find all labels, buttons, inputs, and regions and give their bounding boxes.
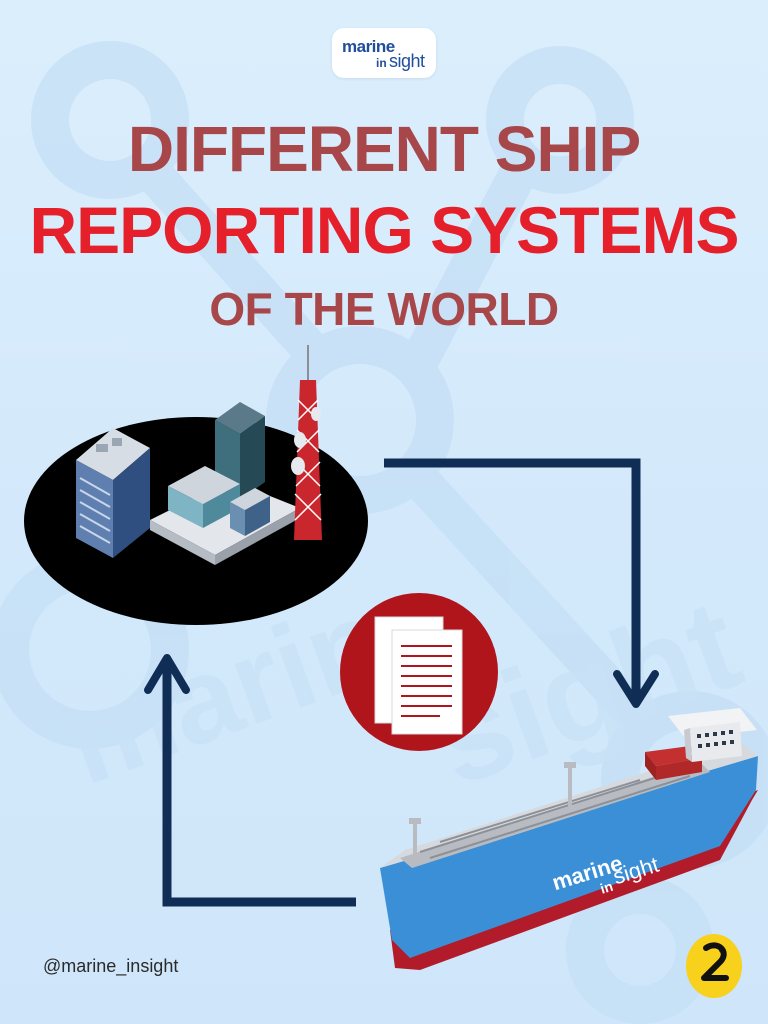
title-line-3: OF THE WORLD	[209, 283, 559, 335]
office-building	[76, 428, 150, 558]
svg-text:in: in	[598, 878, 615, 897]
ship-to-shore-arrow	[144, 654, 356, 907]
radio-tower	[291, 345, 322, 540]
corner-badge-icon	[686, 934, 742, 998]
tanker-ship: marine in sight	[380, 708, 758, 970]
shore-to-ship-arrow	[384, 458, 659, 708]
logo-word-in: in	[376, 56, 387, 70]
ship-hull	[380, 756, 758, 958]
logo-word-marine: marine	[342, 37, 395, 56]
brand-logo: marine in sight	[332, 28, 436, 78]
logo-word-sight: sight	[389, 51, 425, 71]
document-icon	[340, 593, 498, 751]
ship-bridge	[668, 708, 757, 762]
low-building	[168, 466, 270, 536]
social-handle: @marine_insight	[43, 956, 179, 976]
title-line-2: REPORTING SYSTEMS	[29, 193, 739, 267]
title-line-1: DIFFERENT SHIP	[127, 113, 641, 185]
shore-station-illustration	[24, 345, 368, 625]
